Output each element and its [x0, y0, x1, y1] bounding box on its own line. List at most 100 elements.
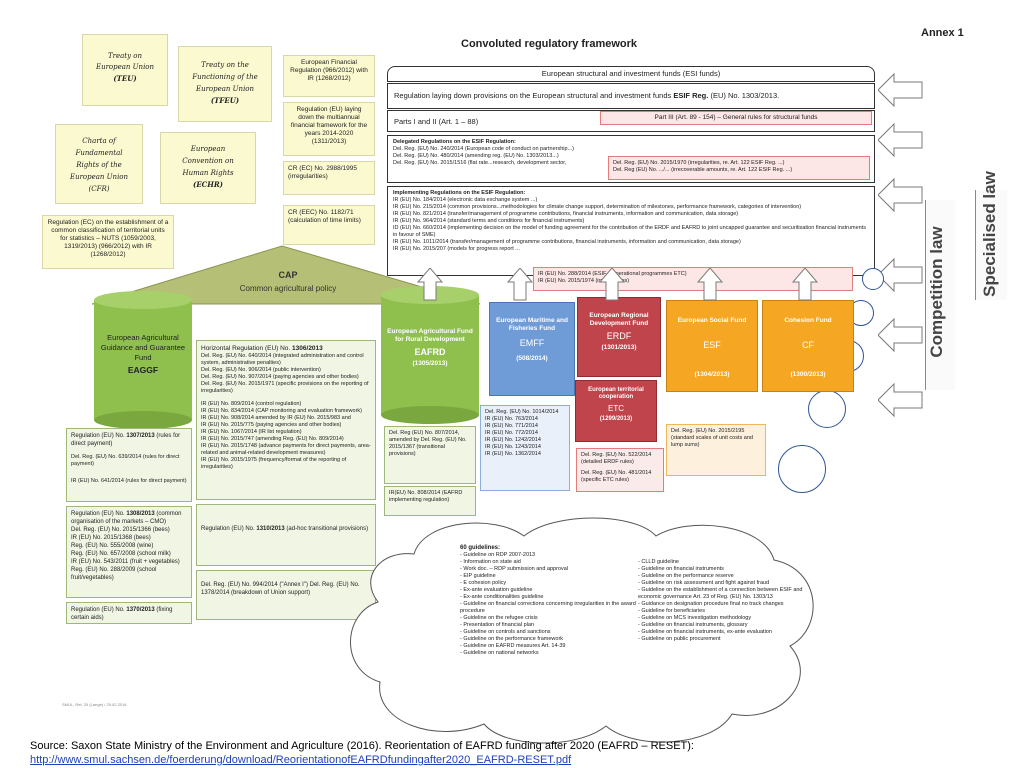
guideline-item: - Guideline on the performance framework — [460, 636, 564, 642]
horizontal-title-prefix: Horizontal Regulation (EU) No. — [201, 345, 293, 352]
emff-reg: (508/2014) — [516, 355, 548, 362]
delegated-side-box: Del. Reg. (EU) No. 2015/1970 (irregulari… — [608, 156, 870, 180]
eaggf-name: European Agricultural Guidance and Guara… — [100, 333, 186, 362]
erdf-fund-box: European Regional Development Fund ERDF … — [577, 297, 661, 377]
guideline-item: - EIP guideline — [460, 573, 496, 579]
mff-regulation-note: Regulation (EU) laying down the multiann… — [283, 102, 375, 156]
cap-title: CAP — [278, 270, 298, 280]
etc-abbr: ETC — [608, 404, 624, 413]
horizontal-item: Del. Reg. (EU) No. 906/2014 (public inte… — [201, 367, 321, 373]
horizontal-item: IR (EU) No. 2015/1975 (frequency/format … — [201, 457, 347, 470]
direct-payments-item: IR (EU) No. 641/2014 (rules for direct p… — [71, 478, 187, 484]
emff-name: European Maritime and Fisheries Fund — [496, 317, 568, 332]
horizontal-item: IR (EU) No. 908/2014 amended by IR (EU) … — [201, 415, 351, 421]
eafrd-reg: (1305/2013) — [412, 360, 448, 367]
left-arrow-icon — [878, 177, 923, 213]
delegated-title: Delegated Regulations on the ESIF Regula… — [393, 139, 516, 145]
guideline-item: - Guideline on financial corrections con… — [460, 601, 636, 614]
guideline-item: - Guideline on public procurement — [638, 636, 721, 642]
cmo-item: Reg. (EU) No. 288/2009 (school fruit/veg… — [71, 567, 157, 581]
guideline-item: - Guideline on financial instruments, gl… — [638, 622, 748, 628]
guidelines-right-list: - CLLD guideline - Guideline on financia… — [638, 559, 806, 709]
eafrd-name: European Agricultural Fund for Rural Dev… — [387, 328, 473, 343]
esi-funds-label: European structural and investment funds… — [541, 69, 721, 78]
guideline-item: - CLLD guideline — [638, 559, 679, 565]
horizontal-title: Horizontal Regulation (EU) No. 1306/2013 — [201, 344, 371, 353]
esf-notes-box: Del. Reg. (EU) No. 2015/2195 (standard s… — [666, 424, 766, 476]
horizontal-item: IR (EU) No. 1067/2014 (IR list regulatio… — [201, 429, 302, 435]
guideline-item: - Guideline on the establishment of a co… — [638, 587, 803, 600]
horizontal-regulation-box: Horizontal Regulation (EU) No. 1306/2013… — [196, 340, 376, 500]
fund-up-arrows — [416, 268, 819, 301]
guideline-item: - Guidance on designation procedure fina… — [638, 601, 784, 607]
specialised-law-column — [975, 190, 1007, 300]
esif-regulation-bold: ESIF Reg. — [673, 91, 709, 100]
charter-cfr-note: Charta of Fundamental Rights of the Euro… — [55, 124, 143, 204]
etc-fund-box: European territorial cooperation ETC (12… — [575, 380, 657, 442]
esf-reg: (1304/2013) — [694, 371, 730, 378]
esf-name: European Social Fund — [677, 317, 747, 324]
emff-note: IR (EU) No. 1243/2014 — [485, 444, 541, 450]
source-link[interactable]: http://www.smul.sachsen.de/foerderung/do… — [30, 754, 572, 766]
direct-payments-bold: 1307/2013 — [126, 433, 155, 439]
etc-notes-box: Del. Reg. (EU) No. 522/2014 (detailed ER… — [576, 448, 664, 492]
delegated-item: Del. Reg. (EU) No. 240/2014 (European co… — [393, 146, 574, 152]
delegated-item: Del. Reg. (EU) No. 480/2014 (amending re… — [393, 153, 559, 159]
guideline-item: - Guideline on RDP 2007-2013 — [460, 552, 536, 558]
up-arrow-icon — [506, 268, 534, 301]
cmo-item: Del. Reg. (EU) No. 2015/1366 (bees) — [71, 527, 170, 533]
guideline-item: - Guideline on national networks — [460, 650, 539, 656]
guideline-item: - Guideline on the performance reserve — [638, 573, 734, 579]
adhoc-regulation-box: Regulation (EU) No. 1310/2013 (ad-hoc tr… — [196, 504, 376, 566]
emff-note: IR (EU) No. 772/2014 — [485, 430, 538, 436]
esf-abbr: ESF — [703, 340, 721, 350]
emff-note: IR (EU) No. 1242/2014 — [485, 437, 541, 443]
specialised-law-label: Specialised law — [980, 171, 999, 297]
cmo-bold: 1308/2013 — [126, 511, 155, 517]
cap-subtitle: Common agricultural policy — [239, 284, 337, 293]
time-limits-regulation-note: CR (EEC) No. 1182/71 (calculation of tim… — [283, 205, 375, 245]
eafrd-label: European Agricultural Fund for Rural Dev… — [384, 328, 476, 368]
fixing-aids-bold: 1370/2013 — [126, 607, 155, 613]
cfr-line-3: Rights of the — [76, 161, 122, 169]
esif-part-3-box: Part III (Art. 89 - 154) – General rules… — [600, 111, 872, 125]
cfr-line-5: (CFR) — [88, 185, 110, 193]
up-arrow-icon — [598, 268, 626, 301]
fixing-aids-suffix: (fixing certain aids) — [71, 607, 173, 621]
up-arrow-icon — [416, 268, 444, 301]
esif-regulation-prefix: Regulation laying down provisions on the… — [394, 91, 674, 100]
esif-regulation-box: Regulation laying down provisions on the… — [387, 83, 875, 109]
cmo-prefix: Regulation (EU) No. — [71, 511, 127, 517]
cf-name: Cohesion Fund — [784, 317, 832, 324]
fixing-aids-prefix: Regulation (EU) No. — [71, 607, 127, 613]
cf-abbr: CF — [802, 340, 814, 350]
esf-fund-box: European Social Fund ESF (1304/2013) — [666, 300, 758, 392]
tfeu-line-4: (TFEU) — [210, 96, 240, 105]
eaggf-cylinder — [94, 291, 192, 429]
cfr-line-2: Fundamental — [75, 149, 123, 157]
direct-payments-box: Regulation (EU) No. 1307/2013 (rules for… — [66, 428, 192, 502]
fixing-aids-box: Regulation (EU) No. 1370/2013 (fixing ce… — [66, 602, 192, 624]
annex-label: Annex 1 — [921, 27, 964, 39]
echr-line-1: European — [190, 145, 226, 153]
guideline-item: - Guideline on risk assessment and fight… — [638, 580, 770, 586]
footnote: SMUL, Ref. 25 (Lange) / 25.02.2016 — [62, 702, 127, 707]
tfeu-line-1: Treaty on the — [201, 61, 249, 69]
treaty-tfeu-note: Treaty on the Functioning of the Europea… — [178, 46, 272, 122]
up-arrow-icon — [791, 268, 819, 301]
nuts-regulation-note: Regulation (EC) on the establishment of … — [42, 215, 174, 269]
side-arrows — [878, 72, 923, 418]
horizontal-item: Del. Reg. (EU) No. 907/2014 (paying agen… — [201, 374, 359, 380]
adhoc-prefix: Regulation (EU) No. — [201, 526, 257, 532]
left-arrow-icon — [878, 382, 923, 418]
cap-roof — [92, 245, 481, 305]
delegated-side-item: Del. Reg. (EU) No. 2015/1970 (irregulari… — [613, 160, 785, 166]
esif-regulation-suffix: (EU) No. 1303/2013. — [708, 91, 780, 100]
implementing-side-item: IR (EU) No. 2015/1974 (irregularities) — [538, 278, 630, 284]
etc-reg: (1299/2013) — [599, 416, 633, 422]
emff-note: IR (EU) No. 771/2014 — [485, 423, 538, 429]
emff-note: IR (EU) No. 1362/2014 — [485, 451, 541, 457]
guidelines-title: 60 guidelines: — [460, 545, 501, 551]
direct-payments-title: Regulation (EU) No. 1307/2013 (rules for… — [71, 432, 187, 448]
horizontal-item: IR (EU) No. 2015/775 (paying agencies an… — [201, 422, 342, 428]
